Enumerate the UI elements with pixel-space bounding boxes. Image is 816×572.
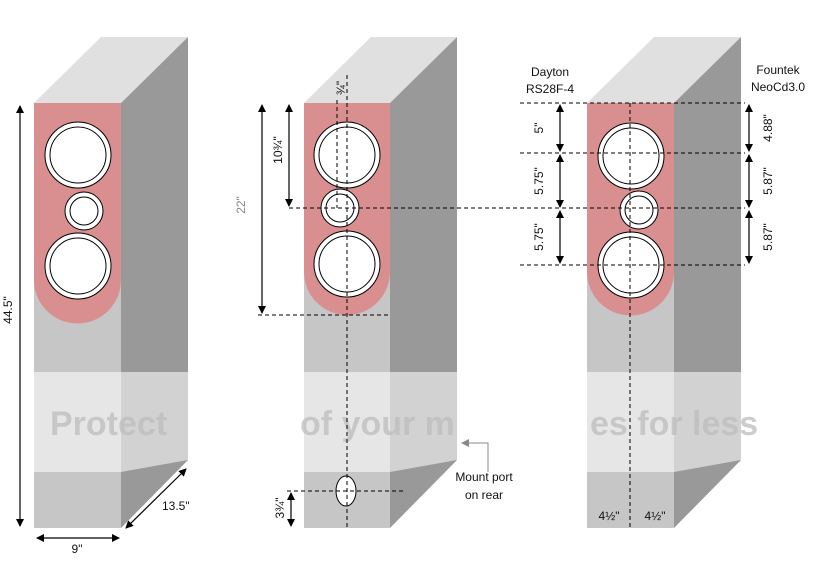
left-dim-1: 5" (532, 123, 546, 134)
half-width-left: 4½" (599, 509, 620, 523)
svg-text:Protect: Protect (50, 405, 167, 443)
watermark: Protect of your m es for less (50, 405, 758, 443)
tweeter-height-label: 10¾" (271, 136, 285, 164)
right-dim-2: 5.87" (761, 167, 775, 195)
right-driver-name: Fountek (756, 63, 800, 77)
half-width-right: 4½" (645, 509, 666, 523)
cabinet-3 (587, 37, 741, 528)
woofer-top (44, 121, 112, 189)
port-note-2: on rear (465, 488, 503, 502)
woofer-bottom (44, 232, 112, 300)
tweeter (64, 191, 104, 231)
left-dim-3: 5.75" (532, 223, 546, 251)
port-height-label: 3¾" (273, 498, 287, 519)
right-driver-model: NeoCd3.0 (751, 80, 805, 94)
cabinet-2 (304, 37, 457, 528)
offset-label: ¾" (334, 81, 348, 95)
baffle-height-label: 22" (234, 196, 248, 214)
left-driver-model: RS28F-4 (526, 82, 574, 96)
height-label: 44.5" (1, 296, 15, 324)
right-dim-3: 5.87" (761, 223, 775, 251)
depth-label: 13.5" (162, 499, 190, 513)
svg-text:es for less: es for less (590, 405, 758, 443)
width-label: 9" (72, 542, 83, 556)
cabinet-1 (34, 37, 188, 528)
left-dim-2: 5.75" (532, 167, 546, 195)
left-driver-name: Dayton (531, 65, 569, 79)
port-note: Mount port (455, 470, 513, 484)
right-dim-1: 4.88" (761, 114, 775, 142)
svg-text:of your m: of your m (300, 405, 455, 443)
